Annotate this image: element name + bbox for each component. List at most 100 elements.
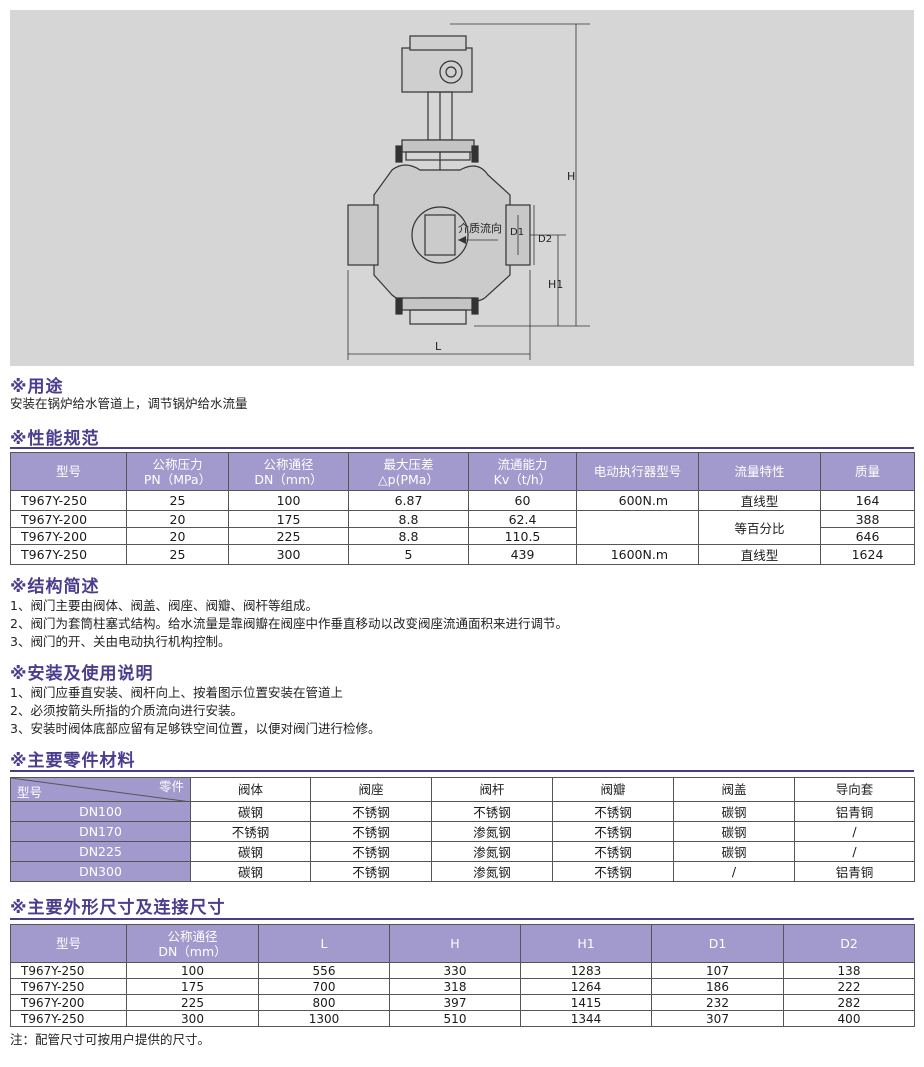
dimensions-cell: 138 [783, 962, 915, 979]
actuator-top [409, 35, 467, 51]
cell-kv: 110.5 [468, 527, 577, 545]
materials-cell: 碳钢 [673, 801, 795, 822]
corner-parts-label: 零件 [158, 779, 184, 794]
dimensions-cell: 397 [389, 994, 521, 1011]
materials-cell: 不锈钢 [552, 861, 674, 882]
cell-flow: 直线型 [698, 544, 821, 565]
materials-cell: / [794, 841, 915, 862]
corner-model-label: 型号 [17, 785, 43, 800]
cell-dp: 5 [348, 544, 469, 565]
cell-actuator [576, 510, 699, 545]
materials-cell: 不锈钢 [552, 821, 674, 842]
cell-flow: 直线型 [698, 490, 821, 511]
materials-cell: 不锈钢 [552, 801, 674, 822]
spec-header-3-line1: 最大压差 [383, 456, 434, 472]
dim-d2-label: D2 [538, 234, 552, 245]
dimensions-rule [10, 918, 914, 920]
spec-header-3: 最大压差△p(PMa） [348, 452, 469, 491]
materials-row-label: DN300 [10, 861, 191, 882]
cell-mass: 388 [820, 510, 915, 528]
spec-header-7: 质量 [820, 452, 915, 491]
dimensions-cell: 556 [258, 962, 390, 979]
dimensions-cell: 307 [651, 1010, 784, 1027]
materials-header-4: 阀盖 [673, 777, 795, 802]
cell-dn: 100 [228, 490, 349, 511]
dimensions-cell: 282 [783, 994, 915, 1011]
materials-header-3: 阀瓣 [552, 777, 674, 802]
spec-header-0: 型号 [10, 452, 127, 491]
cell-pn: 20 [126, 527, 229, 545]
cell-actuator: 1600N.m [576, 544, 699, 565]
materials-cell: 碳钢 [673, 821, 795, 842]
cell-kv: 439 [468, 544, 577, 565]
spec-header-5: 电动执行器型号 [576, 452, 699, 491]
cell-kv: 60 [468, 490, 577, 511]
materials-header-0: 阀体 [190, 777, 311, 802]
materials-cell: / [673, 861, 795, 882]
dimensions-cell: 1300 [258, 1010, 390, 1027]
materials-title: ※主要零件材料 [10, 751, 136, 771]
materials-cell: 碳钢 [190, 861, 311, 882]
dimensions-header-4: H1 [520, 924, 652, 963]
cell-model: T967Y-250 [10, 544, 127, 565]
bonnet-flange [401, 139, 475, 153]
spec-title: ※性能规范 [10, 429, 100, 449]
dimensions-cell: 1344 [520, 1010, 652, 1027]
dimensions-cell: 700 [258, 978, 390, 995]
valve-drawing: 介质流向 H H1 D1 D2 L [347, 23, 590, 360]
usage-text: 安装在锅炉给水管道上，调节锅炉给水流量 [10, 396, 248, 411]
dimensions-cell: 510 [389, 1010, 521, 1027]
dimensions-cell: T967Y-250 [10, 1010, 127, 1027]
dimensions-header-2: L [258, 924, 390, 963]
materials-cell: / [794, 821, 915, 842]
dimensions-header-0: 型号 [10, 924, 127, 963]
dimensions-cell: 1415 [520, 994, 652, 1011]
cell-dn: 225 [228, 527, 349, 545]
dimensions-header-3-line1: H [450, 936, 460, 951]
dim-h1-label: H1 [548, 278, 563, 291]
structure-line-1: 1、阀门主要由阀体、阀盖、阀座、阀瓣、阀杆等组成。 [10, 598, 318, 613]
structure-line-2: 2、阀门为套筒柱塞式结构。给水流量是靠阀瓣在阀座中作垂直移动以改变阀座流通面积来… [10, 616, 568, 631]
dimensions-cell: 800 [258, 994, 390, 1011]
dimensions-header-6: D2 [783, 924, 915, 963]
dimensions-cell: 186 [651, 978, 784, 995]
dim-d1-label: D1 [510, 227, 524, 238]
cell-actuator: 600N.m [576, 490, 699, 511]
spec-header-2-line2: DN（mm） [254, 471, 323, 487]
dimensions-cell: 100 [126, 962, 259, 979]
dimensions-header-4-line1: H1 [577, 936, 595, 951]
spec-header-7-line1: 质量 [854, 464, 880, 479]
cell-pn: 25 [126, 544, 229, 565]
materials-cell: 铝青铜 [794, 801, 915, 822]
cell-mass: 1624 [820, 544, 915, 565]
install-title: ※安装及使用说明 [10, 664, 154, 684]
valve-drawing-panel: 介质流向 H H1 D1 D2 L [10, 10, 914, 366]
dimensions-cell: 225 [126, 994, 259, 1011]
materials-cell: 碳钢 [190, 801, 311, 822]
structure-line-3: 3、阀门的开、关由电动执行机构控制。 [10, 634, 231, 649]
spec-header-2-line1: 公称通径 [263, 456, 314, 472]
cell-model: T967Y-200 [10, 510, 127, 528]
spec-header-5-line1: 电动执行器型号 [593, 464, 682, 479]
materials-cell: 不锈钢 [310, 821, 432, 842]
materials-row-label: DN170 [10, 821, 191, 842]
materials-cell: 铝青铜 [794, 861, 915, 882]
dim-l-label: L [435, 340, 442, 353]
dimensions-cell: 300 [126, 1010, 259, 1027]
materials-cell: 不锈钢 [310, 801, 432, 822]
materials-cell: 碳钢 [190, 841, 311, 862]
cell-dn: 300 [228, 544, 349, 565]
